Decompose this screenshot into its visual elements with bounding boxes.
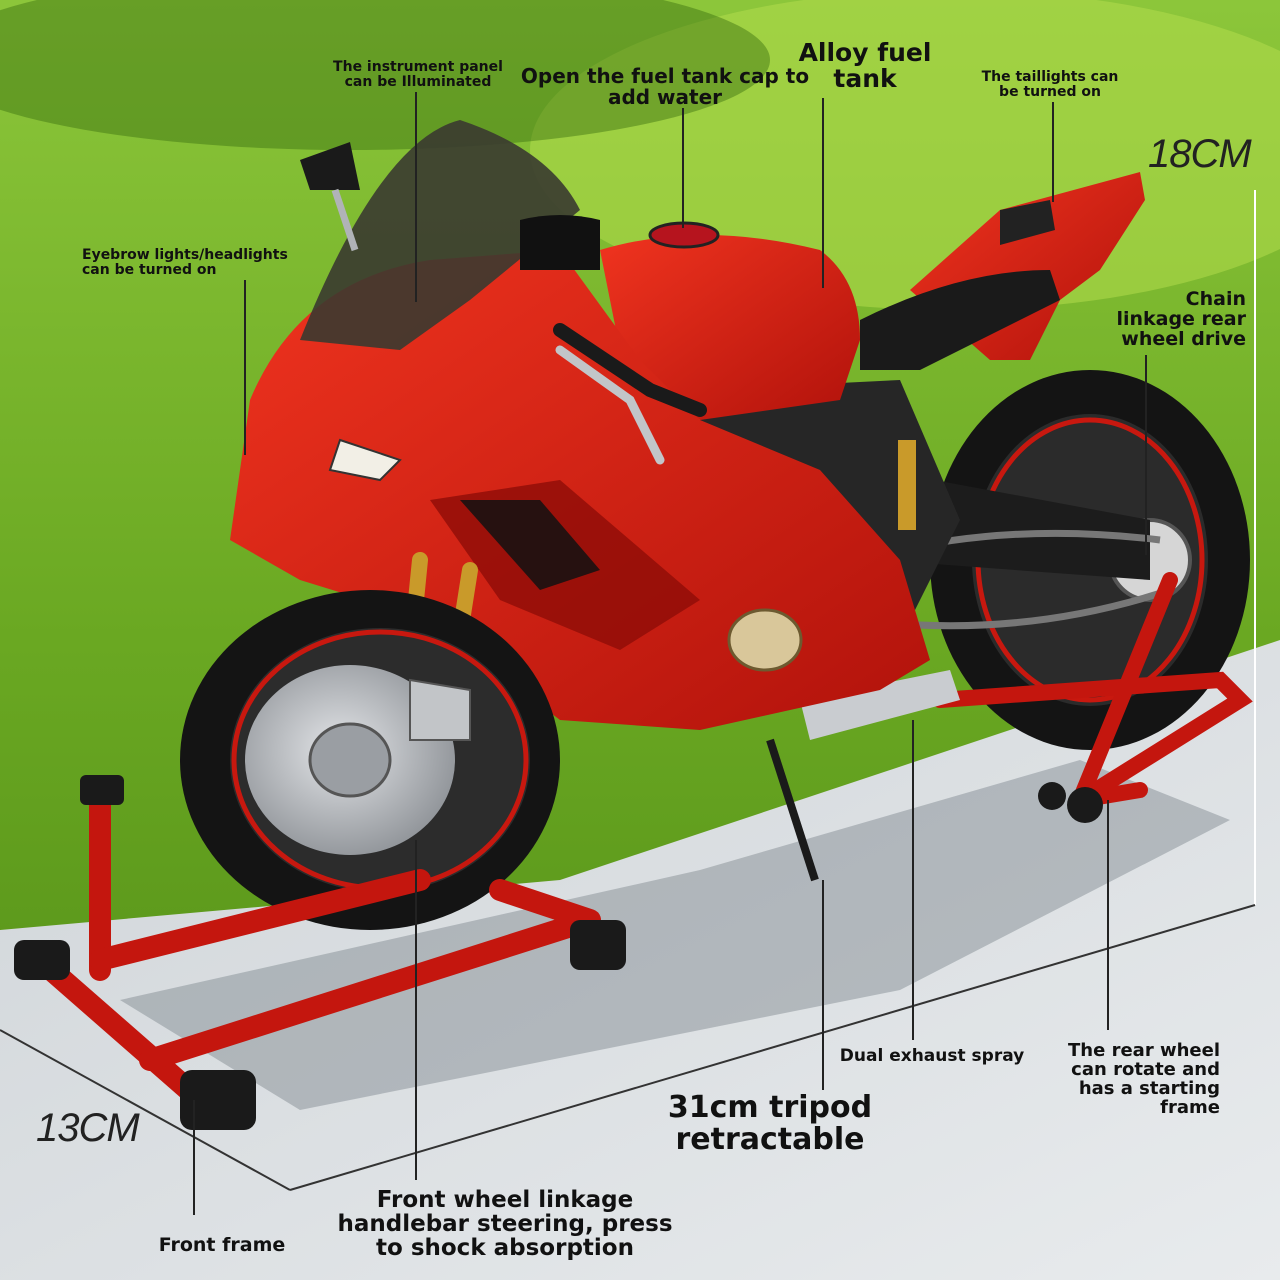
label-line: The rear wheel — [1068, 1040, 1220, 1061]
label-line: to shock absorption — [376, 1235, 634, 1262]
label-line: The instrument panel — [333, 59, 503, 75]
windscreen — [300, 120, 580, 350]
label-line: add water — [607, 85, 723, 109]
front-stand-foot — [570, 920, 626, 970]
label-rear-wheel: The rear wheel can rotate and has a star… — [1050, 1040, 1220, 1118]
label-line: be turned on — [999, 83, 1101, 100]
front-wheel — [180, 590, 560, 930]
front-stand-foot — [14, 940, 70, 980]
leader-fuel-cap — [682, 108, 684, 228]
dimension-line-width — [0, 1029, 291, 1191]
label-line: can be Illuminated — [344, 73, 492, 90]
headlight — [328, 438, 402, 482]
dimension-line-length — [289, 904, 1256, 1191]
leader-exhaust — [912, 720, 914, 1040]
leader-taillights — [1052, 102, 1054, 202]
kickstand — [766, 738, 819, 882]
leader-eyebrow — [244, 280, 246, 455]
side-vent — [460, 500, 600, 590]
mirror — [300, 142, 360, 190]
leader-front-wheel — [415, 840, 417, 1180]
leader-rear-wheel — [1107, 800, 1109, 1030]
exhaust — [800, 670, 960, 740]
grass-shadow — [0, 0, 770, 150]
dimension-height: 18CM — [1148, 132, 1252, 176]
label-dual-exhaust: Dual exhaust spray — [839, 1046, 1025, 1066]
front-stand-cap — [80, 775, 124, 805]
bike-shadow — [120, 760, 1230, 1110]
leader-chain — [1145, 355, 1147, 555]
label-chain-drive: Chain linkage rear wheel drive — [1096, 288, 1246, 350]
label-line: handlebar steering, press — [337, 1211, 673, 1238]
pavement — [0, 640, 1280, 1280]
leader-instrument — [415, 92, 417, 302]
label-line: 31cm tripod — [667, 1090, 873, 1125]
label-front-frame: Front frame — [158, 1234, 286, 1256]
label-line: Chain — [1185, 288, 1246, 310]
instrument-panel — [520, 215, 600, 270]
label-alloy-tank: Alloy fuel tank — [785, 38, 945, 94]
tail-light — [1000, 200, 1055, 245]
label-line: wheel drive — [1121, 327, 1246, 350]
label-line: can rotate and — [1071, 1058, 1220, 1080]
label-line: Alloy fuel — [798, 38, 932, 67]
leader-front-frame — [193, 1100, 195, 1215]
label-line: has a starting — [1078, 1077, 1220, 1099]
side-badge — [727, 608, 803, 672]
label-eyebrow-lights: Eyebrow lights/headlights can be turned … — [82, 248, 312, 277]
fuel-cap — [648, 221, 720, 249]
leader-tripod — [822, 880, 824, 1090]
rear-stand-wheel — [1038, 782, 1066, 810]
brake-lever — [555, 345, 665, 465]
leader-alloy-tank — [822, 98, 824, 288]
label-tripod: 31cm tripod retractable — [650, 1092, 890, 1155]
mirror-stem — [331, 188, 359, 252]
label-line: tank — [833, 64, 897, 94]
fuel-tank — [600, 235, 860, 420]
label-line: frame — [1160, 1096, 1220, 1118]
label-front-wheel: Front wheel linkage handlebar steering, … — [320, 1187, 690, 1262]
label-line: retractable — [675, 1121, 865, 1157]
label-taillights: The taillights can be turned on — [965, 70, 1135, 99]
dimension-width: 13CM — [36, 1106, 140, 1150]
label-line: The taillights can — [981, 69, 1119, 85]
rear-shock — [898, 440, 916, 530]
label-line: linkage rear — [1116, 307, 1246, 330]
label-fuel-cap: Open the fuel tank cap to add water — [520, 66, 810, 108]
label-line: Front wheel linkage — [376, 1187, 634, 1213]
label-line: Eyebrow lights/headlights — [82, 247, 288, 263]
label-line: Open the fuel tank cap to — [520, 64, 810, 88]
handlebar — [553, 323, 707, 417]
front-stand-foot — [180, 1070, 256, 1130]
label-line: can be turned on — [82, 261, 217, 278]
rear-stand-wheel — [1067, 787, 1103, 823]
label-instrument-panel: The instrument panel can be Illuminated — [318, 60, 518, 89]
seat — [860, 270, 1060, 370]
